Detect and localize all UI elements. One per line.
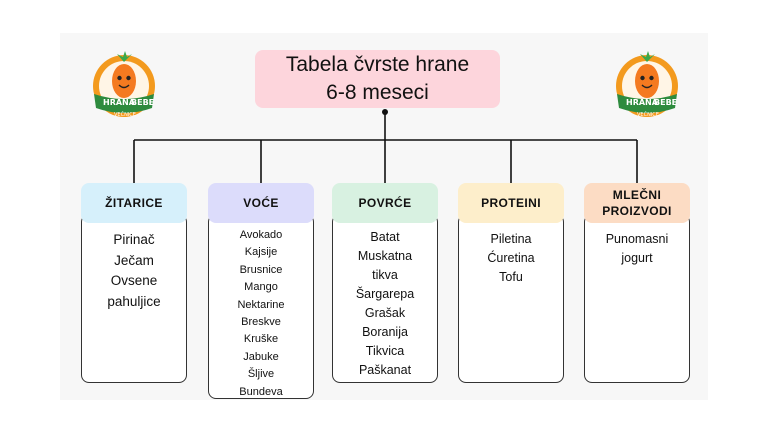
list-item: Punomasni — [605, 232, 669, 246]
svg-text:HRANA: HRANA — [626, 98, 659, 107]
list-item: tikva — [372, 268, 398, 282]
svg-text:BEBE: BEBE — [131, 98, 154, 107]
list-mlecni-proizvodi: Punomasni jogurt — [584, 214, 690, 383]
list-povrce: Batat Muskatna tikva Šargarepa Grašak Bo… — [332, 214, 438, 383]
title-line-2: 6-8 meseci — [326, 81, 429, 104]
list-proteini: Piletina Ćuretina Tofu — [458, 214, 564, 383]
list-item: Pirinač — [113, 232, 155, 247]
list-item: Ovsene — [110, 273, 158, 288]
list-zitarice: Pirinač Ječam Ovsene pahuljice — [81, 214, 187, 383]
list-item: Ćuretina — [487, 251, 535, 265]
svg-text:BEBE: BEBE — [654, 98, 677, 107]
list-item: jogurt — [621, 251, 653, 265]
list-item: Jabuke — [243, 350, 279, 363]
list-item: Bundeva — [239, 385, 283, 398]
hrana-za-bebe-logo-left: HRANA BEBE VEČNICE — [93, 51, 155, 118]
list-voce: Avokado Kajsije Brusnice Mango Nektarine… — [208, 214, 314, 399]
svg-text:HRANA: HRANA — [103, 98, 136, 107]
list-item: Piletina — [490, 232, 532, 246]
list-item: Tofu — [499, 270, 523, 284]
list-item: Kajsije — [244, 246, 278, 259]
list-item: Mango — [244, 281, 278, 294]
list-item: Breskve — [241, 316, 281, 329]
title-line-1: Tabela čvrste hrane — [285, 53, 470, 76]
svg-text:VEČNICE: VEČNICE — [637, 111, 659, 118]
list-item: Nektarine — [237, 298, 285, 311]
list-item: Ječam — [114, 252, 154, 268]
list-item: Batat — [370, 230, 400, 244]
list-item: Muskatna — [357, 249, 413, 263]
header-proteini: PROTEINI — [458, 183, 564, 223]
chart-title: Tabela čvrste hrane 6-8 meseci — [255, 50, 500, 108]
header-voce: VOĆE — [208, 183, 314, 223]
list-item: Avokado — [239, 229, 283, 241]
svg-text:VEČNICE: VEČNICE — [114, 111, 136, 118]
hrana-za-bebe-logo-right: HRANA BEBE VEČNICE — [616, 51, 678, 118]
header-zitarice: ŽITARICE — [81, 183, 187, 223]
list-item: Kruške — [243, 333, 279, 346]
header-povrce: POVRĆE — [332, 183, 438, 223]
list-item: Paškanat — [358, 363, 412, 377]
list-item: Šljive — [247, 368, 275, 381]
list-item: pahuljice — [107, 293, 161, 309]
list-item: Šargarepa — [355, 287, 415, 301]
list-item: Boranija — [362, 325, 408, 339]
list-item: Grašak — [364, 306, 406, 320]
list-item: Brusnice — [239, 263, 283, 276]
list-item: Tikvica — [365, 344, 405, 358]
header-mlecni-proizvodi: MLEČNI PROIZVODI — [584, 183, 690, 223]
